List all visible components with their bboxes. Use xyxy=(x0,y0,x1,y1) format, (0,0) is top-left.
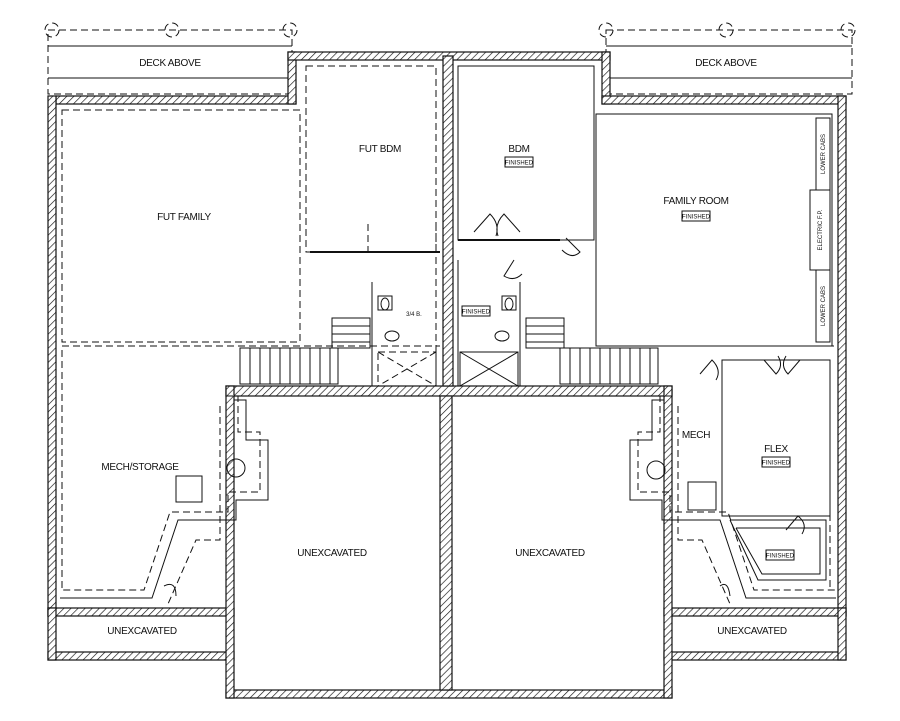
mech-label: MECH xyxy=(682,430,710,441)
doors xyxy=(163,213,805,597)
unexcavated-center-left-label: UNEXCAVATED xyxy=(297,548,367,559)
finished-badge-bdm: FINISHED xyxy=(504,156,534,168)
landing-right xyxy=(459,351,519,387)
bath-label: 3/4 B. xyxy=(406,312,422,318)
svg-text:FINISHED: FINISHED xyxy=(762,461,791,467)
lower-cabs-bottom-label: LOWER CABS xyxy=(821,286,827,326)
interior-partitions xyxy=(61,65,836,590)
stairs-right xyxy=(525,317,659,385)
right-stepped-wall xyxy=(629,395,836,605)
bdm-label: BDM xyxy=(508,144,529,155)
toilet-left xyxy=(377,295,400,342)
electric-fp-label: ELECTRIC F.P. xyxy=(818,209,824,250)
unexcavated-bottom-left-label: UNEXCAVATED xyxy=(107,626,177,637)
exterior-walls xyxy=(47,51,847,699)
flex-lower-room xyxy=(729,519,827,581)
water-heater-left-icon xyxy=(226,458,246,478)
deck-above-right-label: DECK ABOVE xyxy=(695,58,757,69)
finished-badge-bottom-right: FINISHED xyxy=(765,549,795,561)
unexcavated-bottom-right-label: UNEXCAVATED xyxy=(717,626,787,637)
svg-text:FINISHED: FINISHED xyxy=(766,554,795,560)
finished-badge-bath: FINISHED xyxy=(461,305,491,317)
stairs-left xyxy=(239,317,371,385)
fut-bdm-label: FUT BDM xyxy=(359,144,401,155)
svg-text:FINISHED: FINISHED xyxy=(682,215,711,221)
furnace-left-icon xyxy=(175,475,203,503)
family-room-cabinets xyxy=(809,117,831,343)
flex-label: FLEX xyxy=(764,444,788,455)
mech-storage-label: MECH/STORAGE xyxy=(101,462,179,473)
family-room-label: FAMILY ROOM xyxy=(663,196,728,207)
svg-text:FINISHED: FINISHED xyxy=(462,310,491,316)
furnace-right-icon xyxy=(687,481,717,511)
finished-badge-flex: FINISHED xyxy=(761,456,791,468)
lower-cabs-top-label: LOWER CABS xyxy=(821,134,827,174)
fut-family-label: FUT FAMILY xyxy=(157,212,211,223)
deck-above-left-label: DECK ABOVE xyxy=(139,58,201,69)
svg-text:FINISHED: FINISHED xyxy=(505,161,534,167)
water-heater-right-icon xyxy=(646,460,666,480)
landing-left xyxy=(377,351,437,387)
left-stepped-wall xyxy=(60,395,269,605)
unexcavated-center-right-label: UNEXCAVATED xyxy=(515,548,585,559)
finished-badge-family-room: FINISHED xyxy=(681,210,711,222)
toilet-right xyxy=(494,295,517,342)
